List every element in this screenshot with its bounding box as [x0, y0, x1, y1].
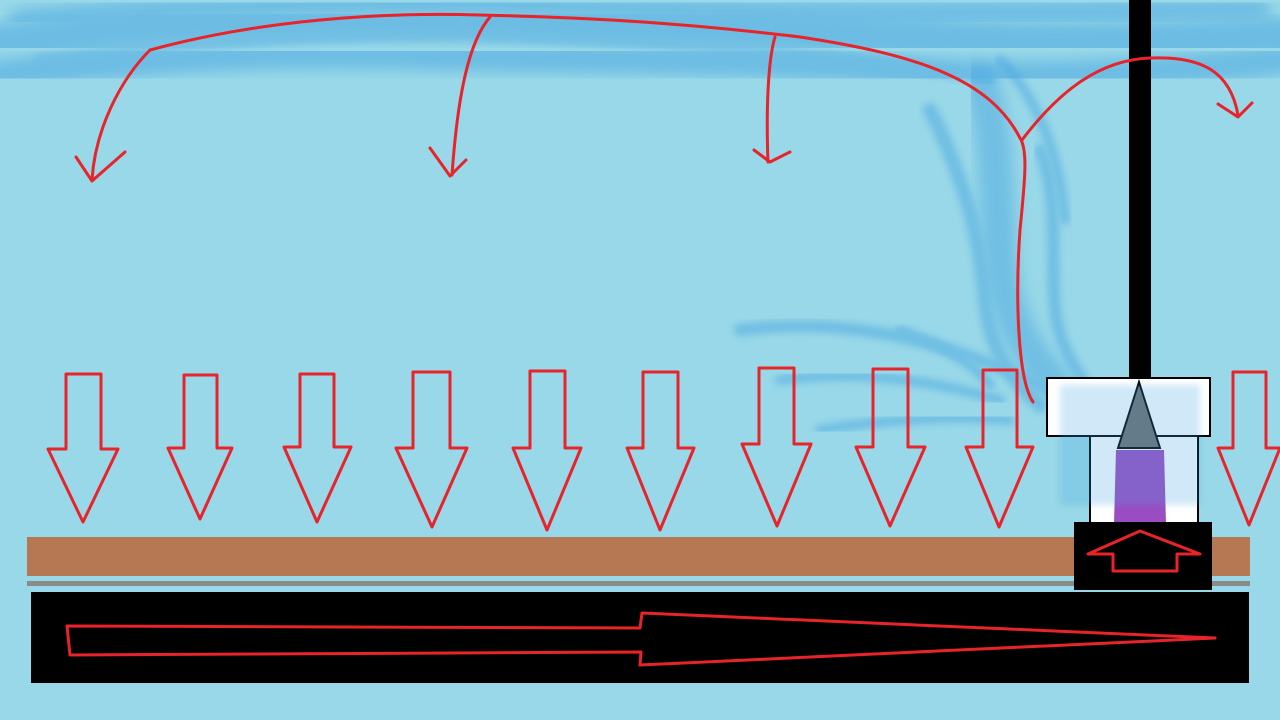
workpiece — [27, 537, 1250, 576]
machine-table — [31, 592, 1249, 683]
arrowhead-icon — [1216, 101, 1254, 119]
airflow-haze — [0, 0, 1280, 91]
circulation-inner-branch — [765, 35, 777, 164]
rail — [27, 581, 1250, 586]
down-arrow-icon — [166, 373, 234, 521]
nozzle-haze — [1060, 385, 1200, 505]
arrowhead-icon — [428, 146, 468, 178]
down-arrow-icon — [394, 370, 469, 529]
spindle-shaft — [1129, 0, 1151, 378]
down-arrow-icon — [46, 372, 120, 524]
down-arrow-icon — [282, 372, 353, 524]
arrowhead-icon — [752, 148, 792, 164]
down-arrow-icon — [625, 370, 696, 532]
circulation-arrows — [74, 12, 1254, 404]
down-arrow-icon — [854, 367, 927, 528]
down-arrow-icon — [964, 368, 1035, 529]
airflow-plume — [734, 55, 1106, 435]
down-arrow-icon — [1216, 370, 1280, 527]
circulation-right-branch — [1020, 56, 1240, 142]
nozzle-head — [1046, 377, 1211, 525]
down-arrow-icon — [511, 369, 583, 532]
up-arrow-icon — [1086, 529, 1202, 573]
downward-arrows — [46, 366, 1280, 532]
circulation-main-curve — [148, 12, 1035, 404]
circulation-left-branch — [90, 48, 152, 182]
travel-arrow-icon — [65, 611, 1217, 667]
down-arrow-icon — [740, 366, 813, 528]
circulation-mid-branch — [450, 15, 492, 177]
arrowhead-icon — [74, 150, 127, 183]
